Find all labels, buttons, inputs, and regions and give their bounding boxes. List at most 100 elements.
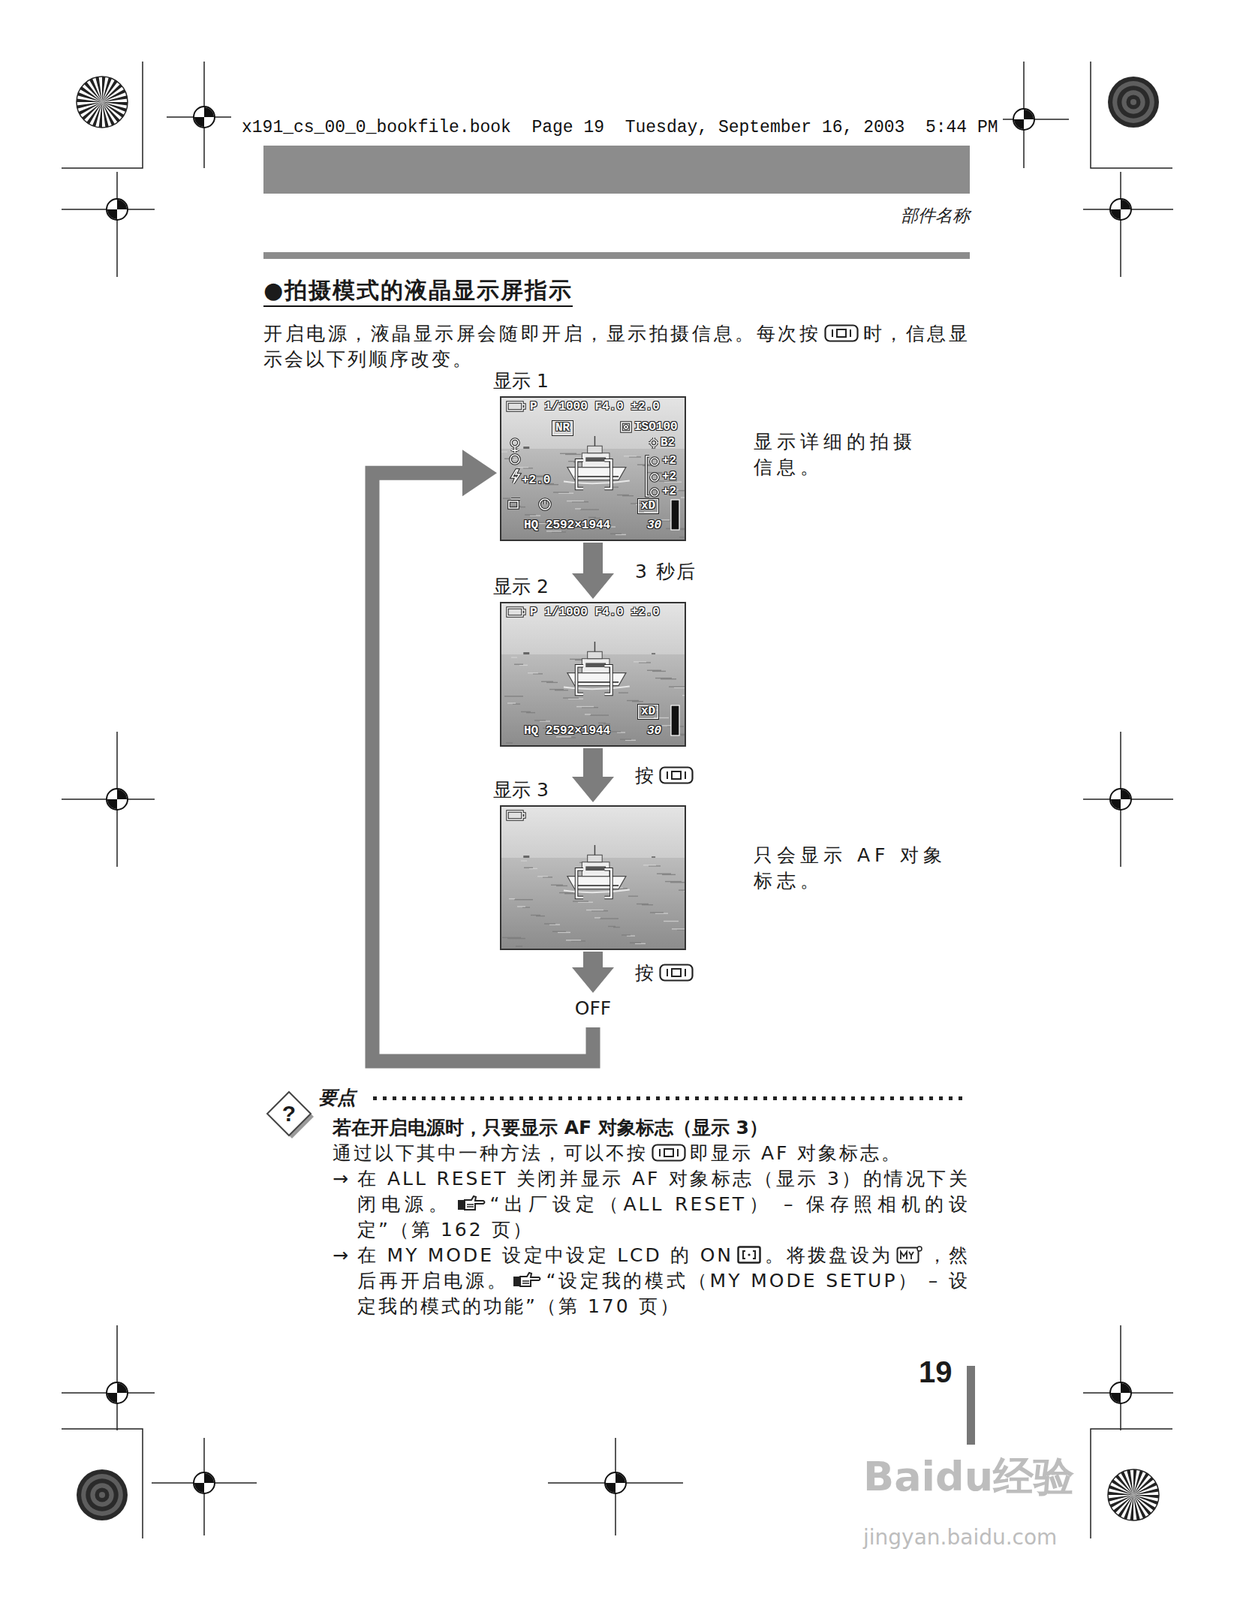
page-tab-bar	[966, 1366, 976, 1445]
screen-photo	[599, 917, 619, 919]
state-text: OFF	[574, 997, 611, 1020]
arrow-shaft	[583, 951, 603, 969]
screen-photo	[665, 881, 682, 882]
tip-title: 要点	[318, 1086, 356, 1111]
tip-dotted-rule	[373, 1096, 963, 1101]
text-block: 开启电源，液晶显示屏会随即开启，显示拍摄信息。每次按时，信息显示会以下列顺序改变…	[263, 321, 970, 373]
registration-target	[76, 76, 128, 128]
tip-dotted-rule	[753, 1096, 758, 1101]
registration-crosshair	[1083, 1325, 1174, 1431]
screen-photo	[544, 923, 556, 924]
screen-photo	[523, 867, 533, 869]
tip-dotted-rule	[548, 1096, 553, 1101]
button-icon	[825, 325, 858, 342]
screen-readout: P 1/1000 F4.0 ±2.0	[529, 400, 660, 414]
crop-mark	[1090, 61, 1173, 169]
screen-photo	[511, 469, 520, 484]
screen-photo	[501, 654, 685, 746]
registration-crosshair	[1120, 199, 1131, 210]
registration-crosshair	[193, 106, 215, 128]
button-icon	[660, 767, 693, 784]
screen-photo	[607, 926, 616, 928]
screen-photo	[501, 451, 508, 452]
registration-crosshair	[151, 1438, 257, 1536]
registration-target	[1130, 99, 1137, 106]
screen-photo	[576, 706, 594, 708]
text-row: →在 MY MODE 设定中设定 LCD 的 ON。将拨盘设为，然后再开启电源。…	[332, 1243, 970, 1320]
registration-crosshair	[1110, 1393, 1121, 1403]
screen-photo	[620, 739, 632, 741]
screen-photo	[576, 460, 611, 489]
screen-readout: xD	[638, 499, 659, 514]
screen-photo	[550, 884, 563, 886]
tip-dotted-rule	[939, 1096, 943, 1101]
screen-readout: NR	[552, 421, 573, 436]
tip-dotted-rule	[480, 1096, 485, 1101]
tip-dotted-rule	[782, 1096, 787, 1101]
screen-photo	[587, 651, 603, 659]
registration-crosshair	[107, 209, 118, 220]
tip-dotted-rule	[597, 1096, 602, 1101]
tip-dotted-rule	[656, 1096, 660, 1101]
screen-photo	[682, 695, 685, 696]
button-icon	[671, 771, 681, 780]
screen-photo	[650, 473, 659, 482]
registration-target	[1107, 1469, 1159, 1521]
screen-photo	[598, 722, 606, 724]
button-icon	[464, 1196, 485, 1210]
button-icon	[667, 771, 686, 780]
tip-dotted-rule	[773, 1096, 777, 1101]
registration-target	[1107, 76, 1159, 128]
screen-photo	[656, 873, 672, 875]
screen-photo	[585, 866, 606, 871]
screen-photo	[507, 402, 525, 411]
screen-photo	[549, 689, 564, 690]
screen-photo	[610, 533, 622, 535]
screen-photo	[539, 499, 551, 510]
tip-dotted-rule	[704, 1096, 709, 1101]
screen-photo	[508, 499, 521, 509]
screen-photo	[584, 713, 591, 715]
tip-dotted-rule	[851, 1096, 855, 1101]
screen-photo	[663, 920, 679, 922]
tip-dotted-rule	[841, 1096, 846, 1101]
tip-dotted-rule	[821, 1096, 826, 1101]
tip-dotted-rule	[948, 1096, 953, 1101]
screen-readout: +2	[662, 454, 677, 468]
screen-photo	[655, 677, 672, 679]
screen-readout: ISO100	[634, 421, 678, 434]
arrow-shaft	[372, 472, 593, 1062]
text-row: →在 ALL RESET 关闭并显示 AF 对象标志（显示 3）的情况下关闭电源…	[332, 1166, 970, 1244]
tip-dotted-rule	[724, 1096, 729, 1101]
tip-dotted-rule	[529, 1096, 533, 1101]
screen-photo	[594, 641, 596, 652]
tip-dotted-rule	[890, 1096, 894, 1101]
watermark: jingyan.baidu.com	[863, 1525, 1057, 1551]
screen-photo	[621, 422, 631, 432]
screen-photo	[650, 488, 659, 497]
screen-photo	[637, 464, 652, 466]
body-text: 开启电源，液晶显示屏会随即开启，显示拍摄信息。每次按	[263, 322, 821, 345]
screen-photo	[594, 436, 596, 446]
tip-dotted-rule	[734, 1096, 738, 1101]
crop-mark	[61, 61, 143, 169]
screen-photo	[617, 494, 630, 496]
button-icon	[651, 1143, 687, 1162]
screen-photo	[539, 499, 551, 510]
button-icon	[522, 1281, 530, 1284]
registration-crosshair	[193, 1472, 215, 1494]
registration-target	[1121, 90, 1145, 114]
button-icon	[743, 1251, 756, 1259]
tip-dotted-rule	[509, 1096, 514, 1101]
screen-readout: P 1/1000 F4.0 ±2.0	[529, 606, 660, 620]
screen-photo	[562, 697, 579, 699]
tip-dotted-rule	[831, 1096, 836, 1101]
registration-target	[99, 1492, 106, 1499]
button-icon	[664, 1149, 674, 1157]
tip-dotted-rule	[607, 1096, 611, 1101]
section-rule	[263, 252, 970, 259]
screen-photo	[507, 607, 525, 617]
screen-photo	[585, 662, 606, 668]
registration-crosshair	[166, 61, 232, 169]
